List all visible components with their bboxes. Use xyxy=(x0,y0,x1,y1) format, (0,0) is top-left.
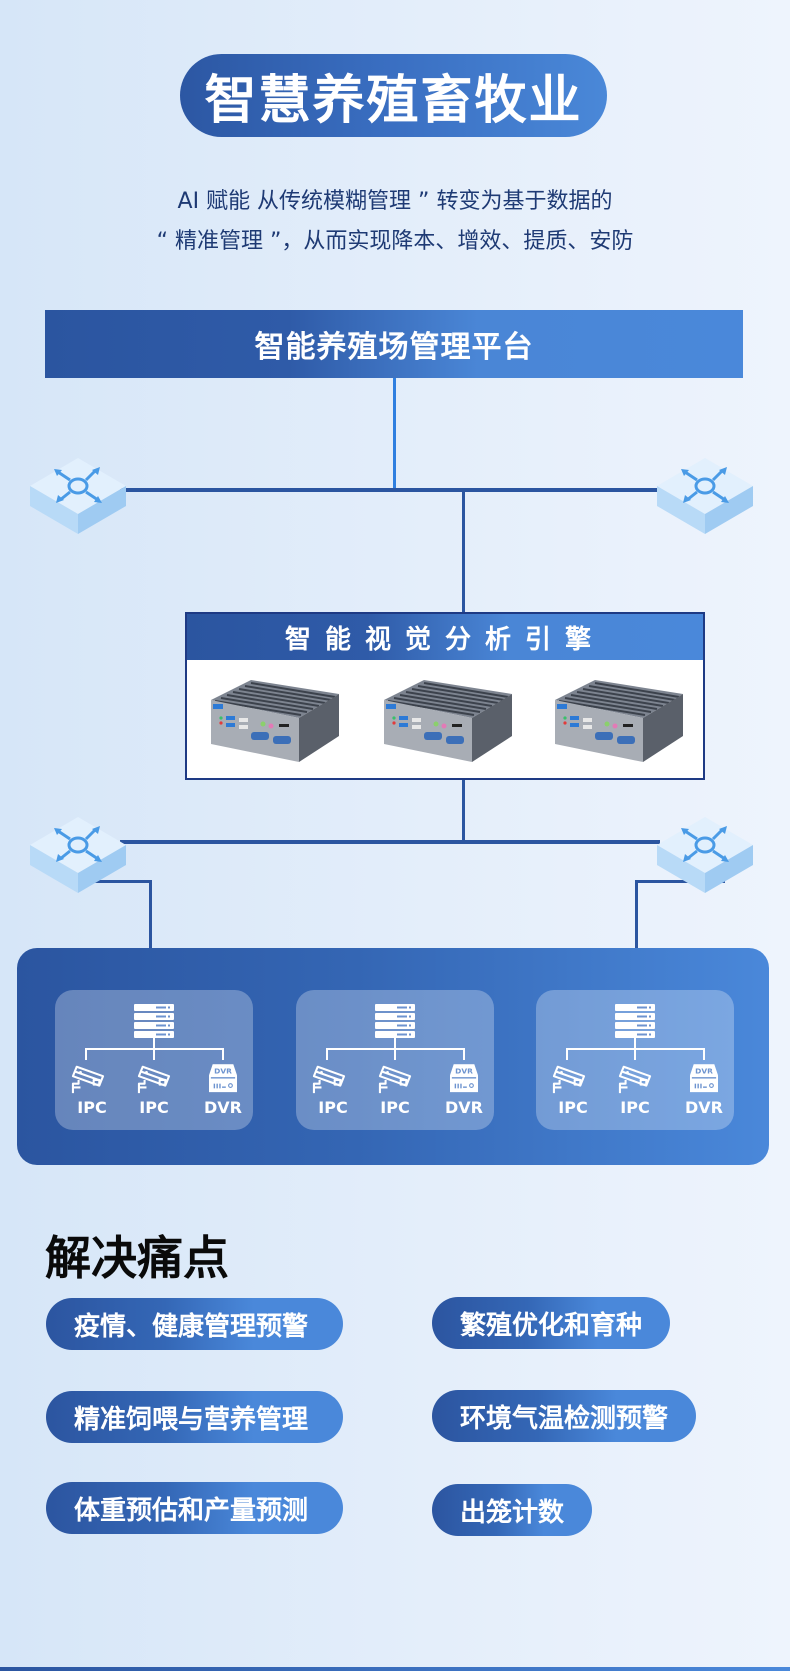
connector-to-engine xyxy=(462,492,465,612)
device-label: IPC xyxy=(139,1098,169,1117)
tree-line xyxy=(394,1048,396,1060)
device-group: IPC IPC DVR xyxy=(55,990,253,1130)
connector-left-elbow-v xyxy=(149,880,152,948)
server-icon xyxy=(375,1004,415,1038)
tree-line xyxy=(394,1038,396,1048)
dvr-icon xyxy=(690,1064,718,1094)
connector-right-elbow-v xyxy=(635,880,638,948)
device-label: IPC xyxy=(77,1098,107,1117)
tree-line xyxy=(463,1048,465,1060)
ip-camera-icon xyxy=(616,1063,654,1095)
subtitle: AI 赋能 从传统模糊管理 ” 转变为基于数据的 “ 精准管理 ”，从而实现降本… xyxy=(0,182,790,262)
device-label: DVR xyxy=(445,1098,483,1117)
server-icon xyxy=(615,1004,655,1038)
tree-line xyxy=(634,1038,636,1048)
dvr-icon xyxy=(450,1064,478,1094)
device-label: DVR xyxy=(685,1098,723,1117)
pain-point-tag: 疫情、健康管理预警 xyxy=(46,1298,343,1350)
device-panel: IPC IPC DVR IPC IPC DVR IPC IPC DVR xyxy=(17,948,769,1165)
pain-point-tag: 体重预估和产量预测 xyxy=(46,1482,343,1534)
tree-line xyxy=(85,1048,87,1060)
dvr-icon xyxy=(209,1064,237,1094)
pain-points-heading: 解决痛点 xyxy=(45,1231,229,1285)
edge-computer-icon xyxy=(199,674,349,768)
pain-point-tag: 繁殖优化和育种 xyxy=(432,1297,671,1349)
pain-point-tag: 出笼计数 xyxy=(432,1484,593,1536)
connector-left-elbow-h xyxy=(68,880,152,883)
vision-engine-box: 智能视觉分析引擎 xyxy=(185,612,705,780)
ip-camera-icon xyxy=(550,1063,588,1095)
network-switch-icon xyxy=(28,815,128,895)
network-switch-icon xyxy=(655,456,755,536)
pain-point-tag: 环境气温检测预警 xyxy=(432,1390,697,1442)
device-label: IPC xyxy=(318,1098,348,1117)
ip-camera-icon xyxy=(69,1063,107,1095)
ip-camera-icon xyxy=(310,1063,348,1095)
tree-line xyxy=(566,1048,568,1060)
engine-title: 智能视觉分析引擎 xyxy=(187,614,703,660)
connector-upper-horizontal xyxy=(120,488,660,492)
device-group: IPC IPC DVR xyxy=(536,990,734,1130)
connector-platform-down xyxy=(393,378,396,490)
tree-line xyxy=(326,1048,328,1060)
bottom-accent-bar xyxy=(0,1667,790,1671)
edge-computer-icon xyxy=(543,674,693,768)
tree-line xyxy=(703,1048,705,1060)
ip-camera-icon xyxy=(376,1063,414,1095)
network-switch-icon xyxy=(28,456,128,536)
device-label: IPC xyxy=(380,1098,410,1117)
device-label: IPC xyxy=(558,1098,588,1117)
edge-computer-icon xyxy=(372,674,522,768)
ip-camera-icon xyxy=(135,1063,173,1095)
tree-line xyxy=(634,1048,636,1060)
subtitle-line-1: AI 赋能 从传统模糊管理 ” 转变为基于数据的 xyxy=(177,189,613,214)
server-icon xyxy=(134,1004,174,1038)
subtitle-line-2: “ 精准管理 ”，从而实现降本、增效、提质、安防 xyxy=(156,229,634,254)
pain-point-tag: 精准饲喂与营养管理 xyxy=(46,1391,343,1443)
device-group: IPC IPC DVR xyxy=(296,990,494,1130)
platform-bar: 智能养殖场管理平台 xyxy=(45,310,743,378)
tree-line xyxy=(222,1048,224,1060)
connector-right-elbow-h xyxy=(635,880,725,883)
network-switch-icon xyxy=(655,815,755,895)
page-title: 智慧养殖畜牧业 xyxy=(180,54,607,137)
tree-line xyxy=(153,1038,155,1048)
connector-lower-horizontal xyxy=(120,840,660,844)
tree-line xyxy=(153,1048,155,1060)
device-label: DVR xyxy=(204,1098,242,1117)
device-label: IPC xyxy=(620,1098,650,1117)
connector-from-engine xyxy=(462,780,465,842)
